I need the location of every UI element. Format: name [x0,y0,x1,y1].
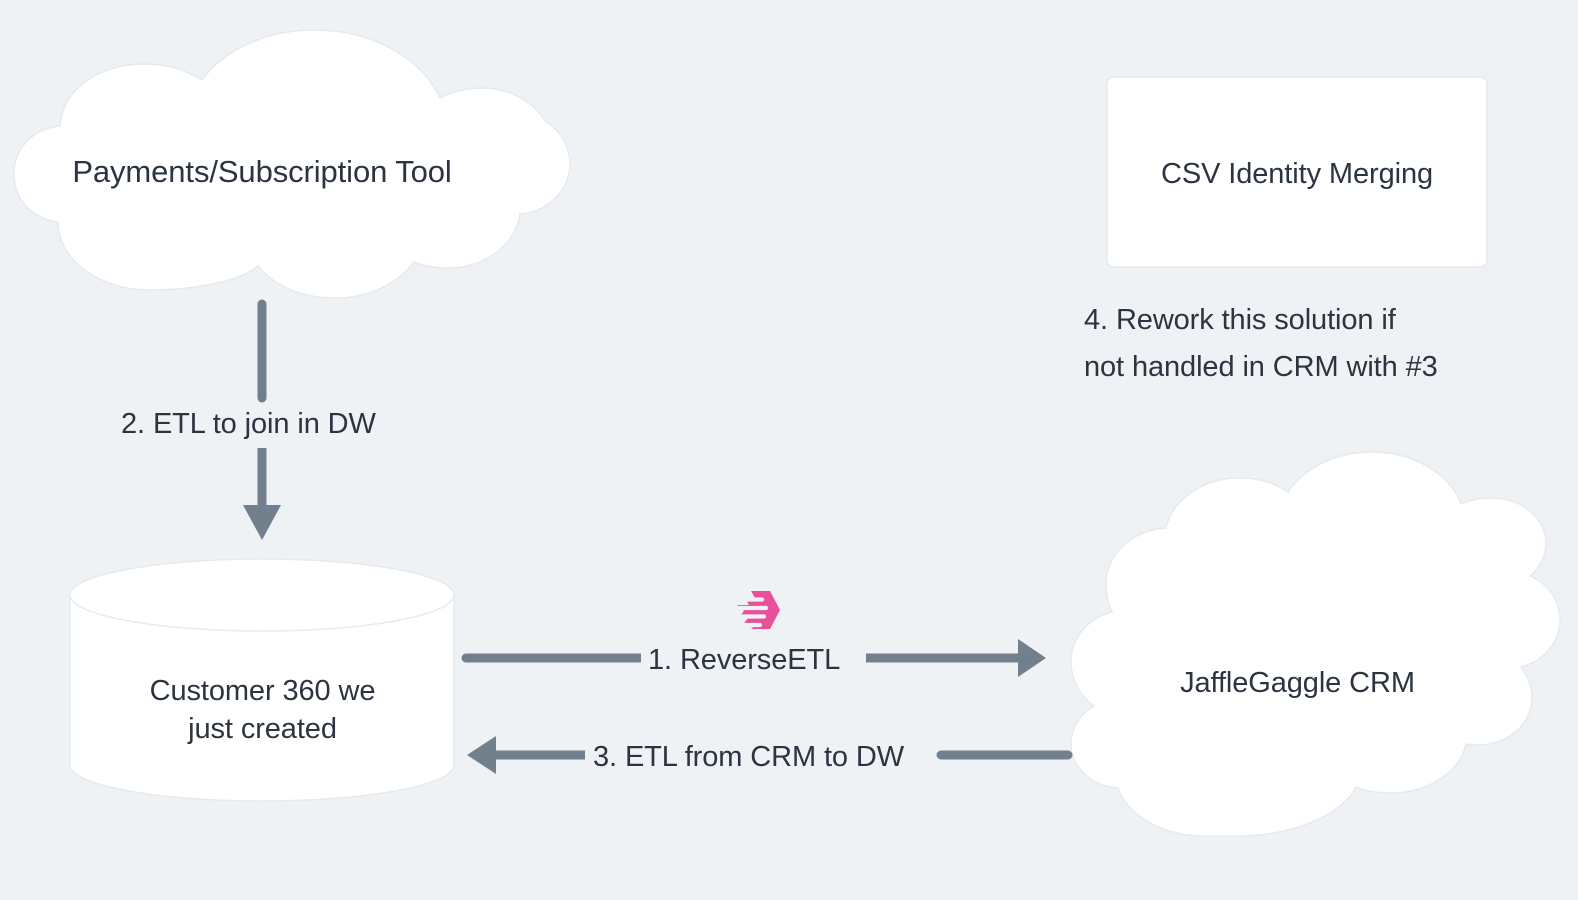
edge-label-etl-to-join-in-dw: 2. ETL to join in DW [115,405,382,444]
edge-label-etl-from-crm-to-dw: 3. ETL from CRM to DW [586,738,912,777]
node-shape-warehouse [69,558,455,802]
edge-label-reverse-etl: 1. ReverseETL [641,641,848,680]
edge-arrow-2 [243,299,281,540]
node-shape-csv-identity-merging [1106,76,1488,268]
node-label-payments: Payments/Subscription Tool [72,154,452,189]
edge-arrow-3 [467,736,1073,774]
node-label-warehouse: Customer 360 we just created [149,675,376,746]
node-label-csv-identity-merging: CSV Identity Merging [1160,158,1433,190]
node-shape-payments [13,29,571,299]
hightouch-logo-icon [736,591,780,629]
node-shape-crm [1070,451,1561,837]
edge-arrow-1 [461,639,1046,677]
note-rework-solution: 4. Rework this solution if not handled i… [1084,304,1438,383]
node-label-crm: JaffleGaggle CRM [1180,667,1415,699]
